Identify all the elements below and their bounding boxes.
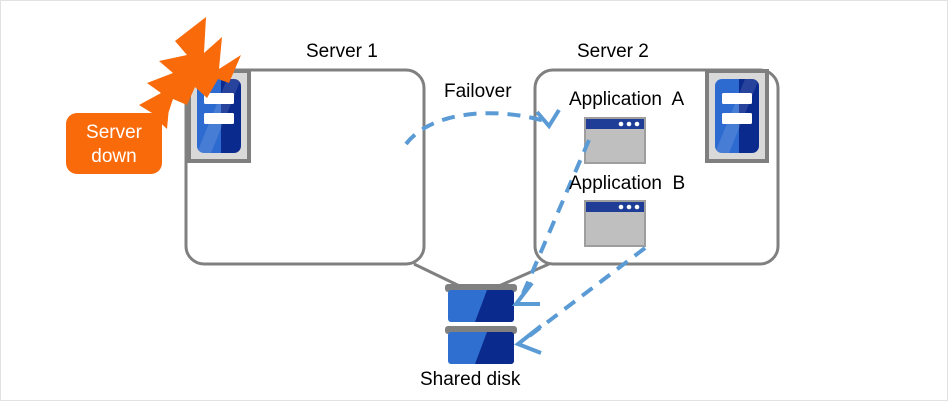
- dashed-curved-arrow-failover: [404, 108, 561, 146]
- server-down-label-line1: Server: [86, 122, 142, 143]
- lightning-burst-icon: [137, 17, 241, 131]
- application-b-label: Application B: [569, 173, 686, 194]
- disk-stack-icon: [445, 284, 517, 364]
- application-window-icon-a: [584, 117, 646, 164]
- server-rack-icon-server2: [705, 69, 769, 163]
- application-window-icon-b: [584, 200, 646, 247]
- server-down-label-line2: down: [91, 146, 137, 167]
- shared-disk-label: Shared disk: [420, 369, 521, 390]
- server2-title: Server 2: [577, 41, 649, 62]
- server1-title: Server 1: [306, 41, 378, 62]
- server-down-badge: [66, 107, 169, 174]
- application-a-label: Application A: [569, 89, 685, 110]
- failover-label: Failover: [444, 81, 512, 102]
- dashed-arrow-app-b-to-disk: [514, 246, 647, 355]
- dashed-arrow-app-a-to-disk: [511, 139, 591, 306]
